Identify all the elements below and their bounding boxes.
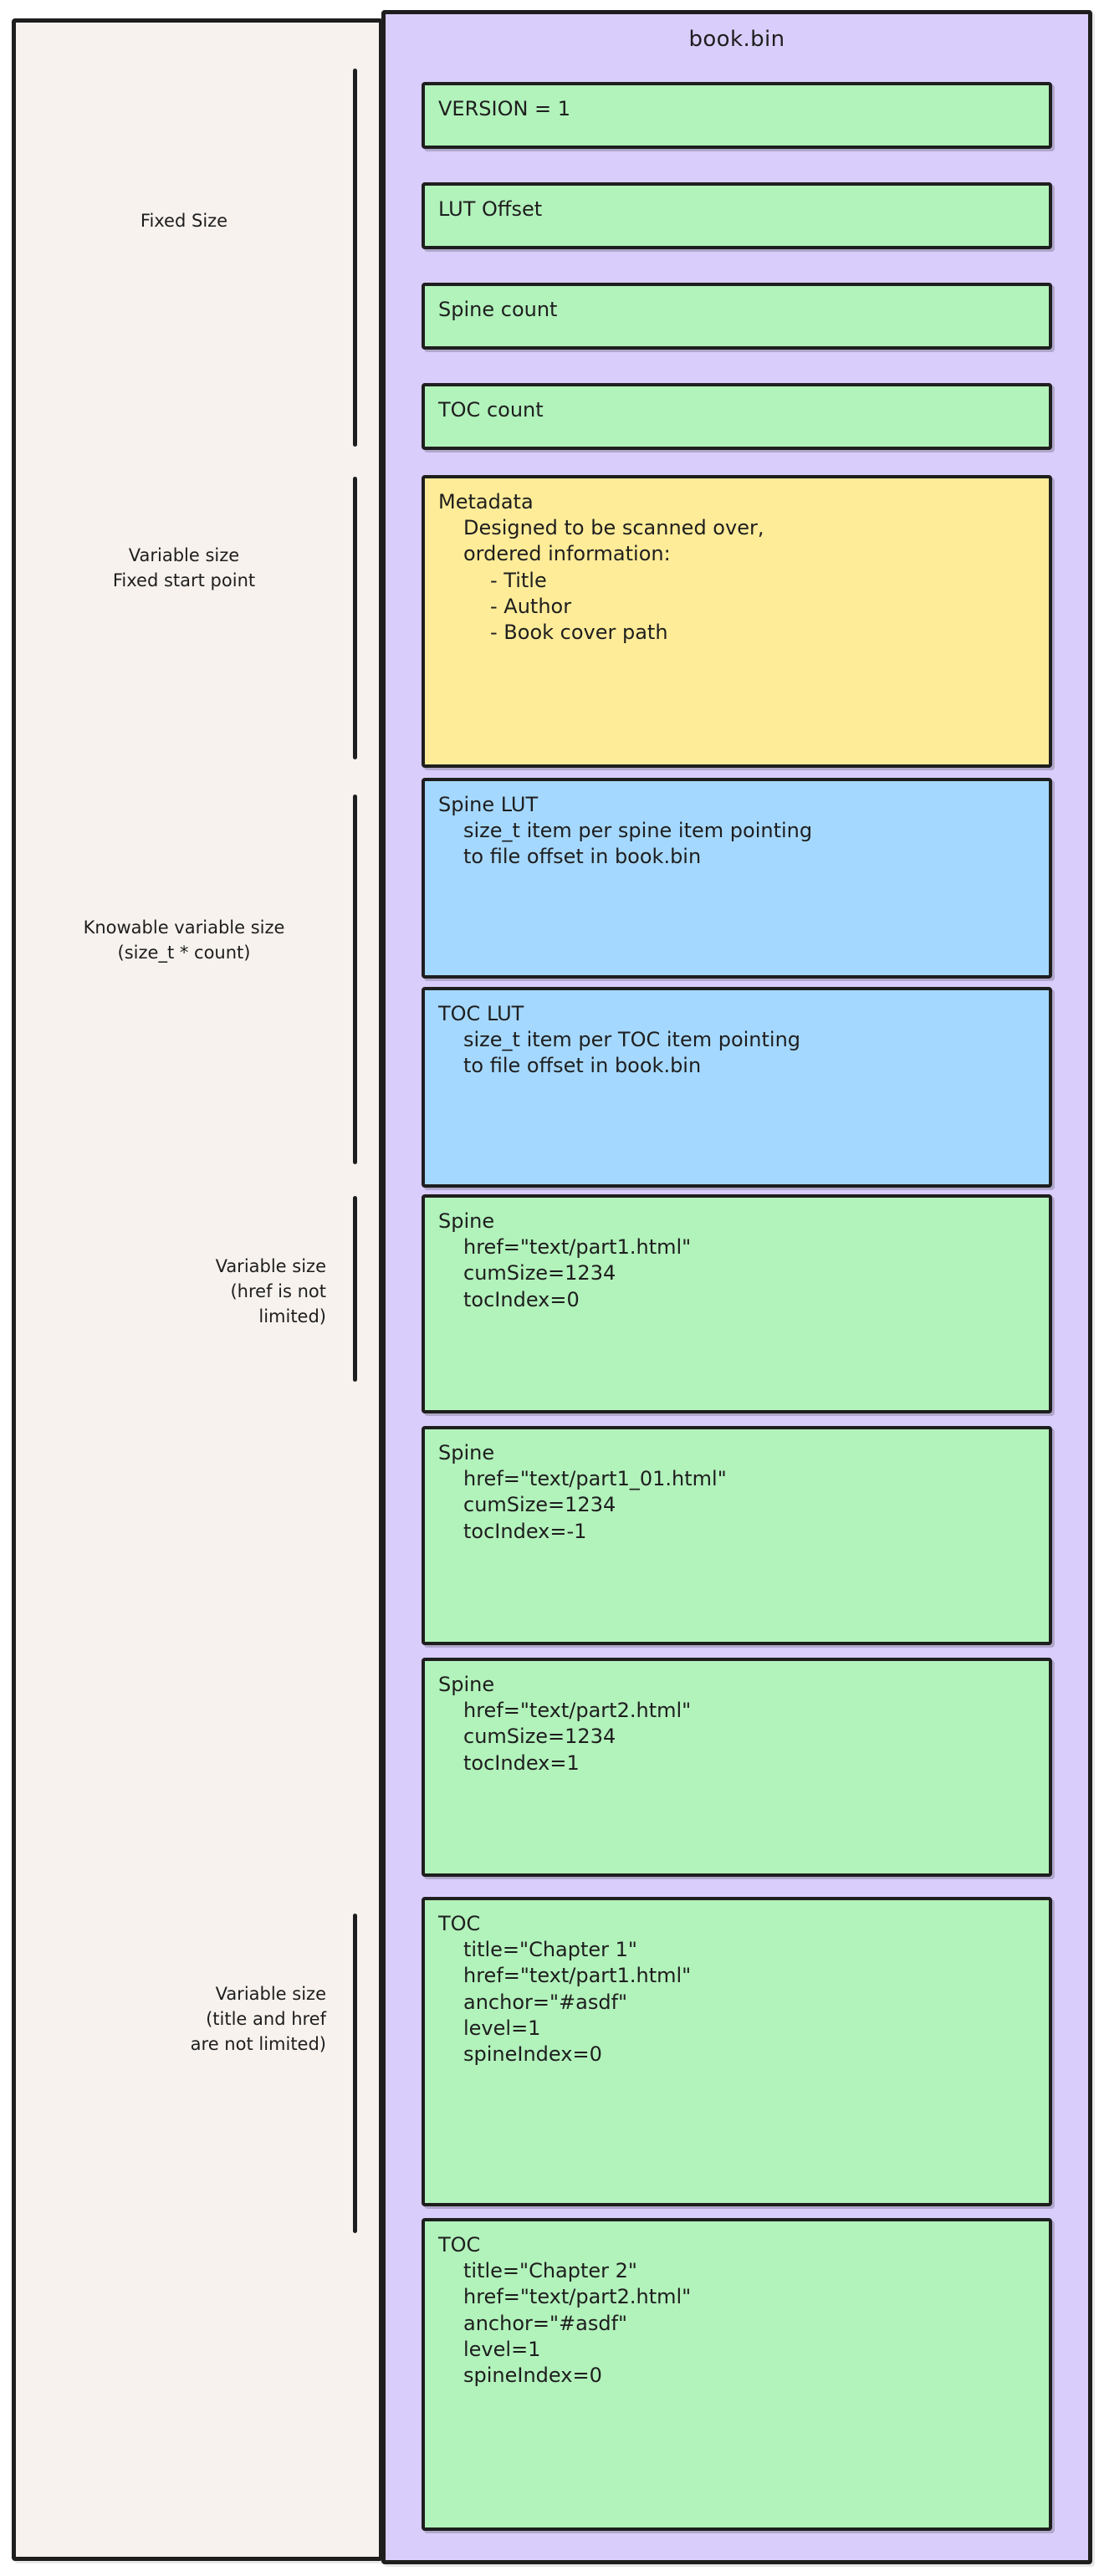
box-metadata-line-2: Designed to be scanned over,	[463, 516, 764, 540]
box-spine-lut: Spine LUT size_t item per spine item poin…	[422, 778, 1052, 979]
box-toc-lut-line-1: TOC LUT	[438, 1002, 524, 1025]
section-label-4: Variable size (href is not limited)	[215, 1256, 326, 1326]
box-spine-1-line-4: tocIndex=0	[463, 1287, 580, 1311]
box-toc-2-line-2: title="Chapter 2"	[463, 2259, 637, 2283]
box-spine-3-line-4: tocIndex=1	[463, 1751, 580, 1775]
box-toc-count-line-1: TOC count	[438, 398, 544, 422]
section-bracket-5	[353, 1914, 357, 2233]
box-metadata-line-4: - Title	[490, 568, 547, 592]
box-spine-3-line-2: href="text/part2.html"	[463, 1699, 692, 1723]
box-spine-2-line-3: cumSize=1234	[463, 1493, 616, 1517]
box-toc-2-line-3: href="text/part2.html"	[463, 2285, 692, 2309]
box-toc-2-line-1: TOC	[438, 2233, 481, 2257]
box-metadata-line-1: Metadata	[438, 490, 534, 514]
box-spine-1-line-1: Spine	[438, 1209, 495, 1233]
box-spine-2-line-1: Spine	[438, 1441, 495, 1464]
section-label-2: Variable size Fixed start point	[112, 545, 256, 590]
section-label-5: Variable size (title and href are not li…	[190, 1984, 326, 2054]
page-title: book.bin	[688, 27, 785, 52]
box-toc-2-line-6: spineIndex=0	[463, 2363, 602, 2387]
section-bracket-4	[353, 1196, 357, 1382]
section-label-3: Knowable variable size (size_t * count)	[83, 917, 285, 963]
box-spine-lut-line-3: to file offset in book.bin	[463, 845, 702, 869]
box-toc-1-line-4: anchor="#asdf"	[463, 1990, 628, 2014]
box-toc-1: TOC title="Chapter 1"href="text/part1.htm…	[422, 1897, 1052, 2206]
box-toc-2-line-5: level=1	[463, 2337, 541, 2361]
box-metadata-line-6: - Book cover path	[490, 620, 668, 644]
box-spine-2: Spine href="text/part1_01.html"cumSize=12…	[422, 1426, 1052, 1645]
left-annotation-panel	[12, 18, 383, 2561]
box-toc-1-line-2: title="Chapter 1"	[463, 1938, 637, 1962]
box-spine-count-line-1: Spine count	[438, 298, 558, 321]
box-toc-1-line-3: href="text/part1.html"	[463, 1964, 692, 1988]
box-spine-2-line-2: href="text/part1_01.html"	[463, 1467, 727, 1491]
section-bracket-1	[353, 69, 357, 447]
box-spine-3-line-3: cumSize=1234	[463, 1725, 616, 1749]
box-metadata-line-3: ordered information:	[463, 542, 671, 566]
box-toc-lut-line-2: size_t item per TOC item pointing	[463, 1028, 801, 1052]
box-version: VERSION = 1	[422, 82, 1052, 149]
box-toc-count: TOC count	[422, 383, 1052, 450]
box-toc-lut: TOC LUT size_t item per TOC item pointing…	[422, 987, 1052, 1188]
box-toc-1-line-6: spineIndex=0	[463, 2042, 602, 2066]
box-spine-1-line-3: cumSize=1234	[463, 1261, 616, 1285]
box-toc-1-line-5: level=1	[463, 2016, 541, 2040]
box-version-line-1: VERSION = 1	[438, 97, 571, 120]
section-bracket-2	[353, 477, 357, 759]
box-spine-3-line-1: Spine	[438, 1673, 495, 1696]
section-bracket-3	[353, 795, 357, 1164]
box-toc-lut-line-3: to file offset in book.bin	[463, 1054, 702, 1078]
box-toc-1-line-1: TOC	[438, 1912, 481, 1935]
box-spine-count: Spine count	[422, 283, 1052, 350]
box-lut-offset: LUT Offset	[422, 182, 1052, 249]
box-metadata-line-5: - Author	[490, 594, 572, 618]
box-spine-lut-line-2: size_t item per spine item pointing	[463, 819, 813, 843]
box-lut-offset-line-1: LUT Offset	[438, 197, 543, 221]
box-spine-2-line-4: tocIndex=-1	[463, 1519, 587, 1543]
box-spine-1-line-2: href="text/part1.html"	[463, 1235, 692, 1260]
section-label-1: Fixed Size	[140, 211, 228, 231]
box-spine-lut-line-1: Spine LUT	[438, 793, 539, 816]
box-toc-2-line-4: anchor="#asdf"	[463, 2311, 628, 2335]
